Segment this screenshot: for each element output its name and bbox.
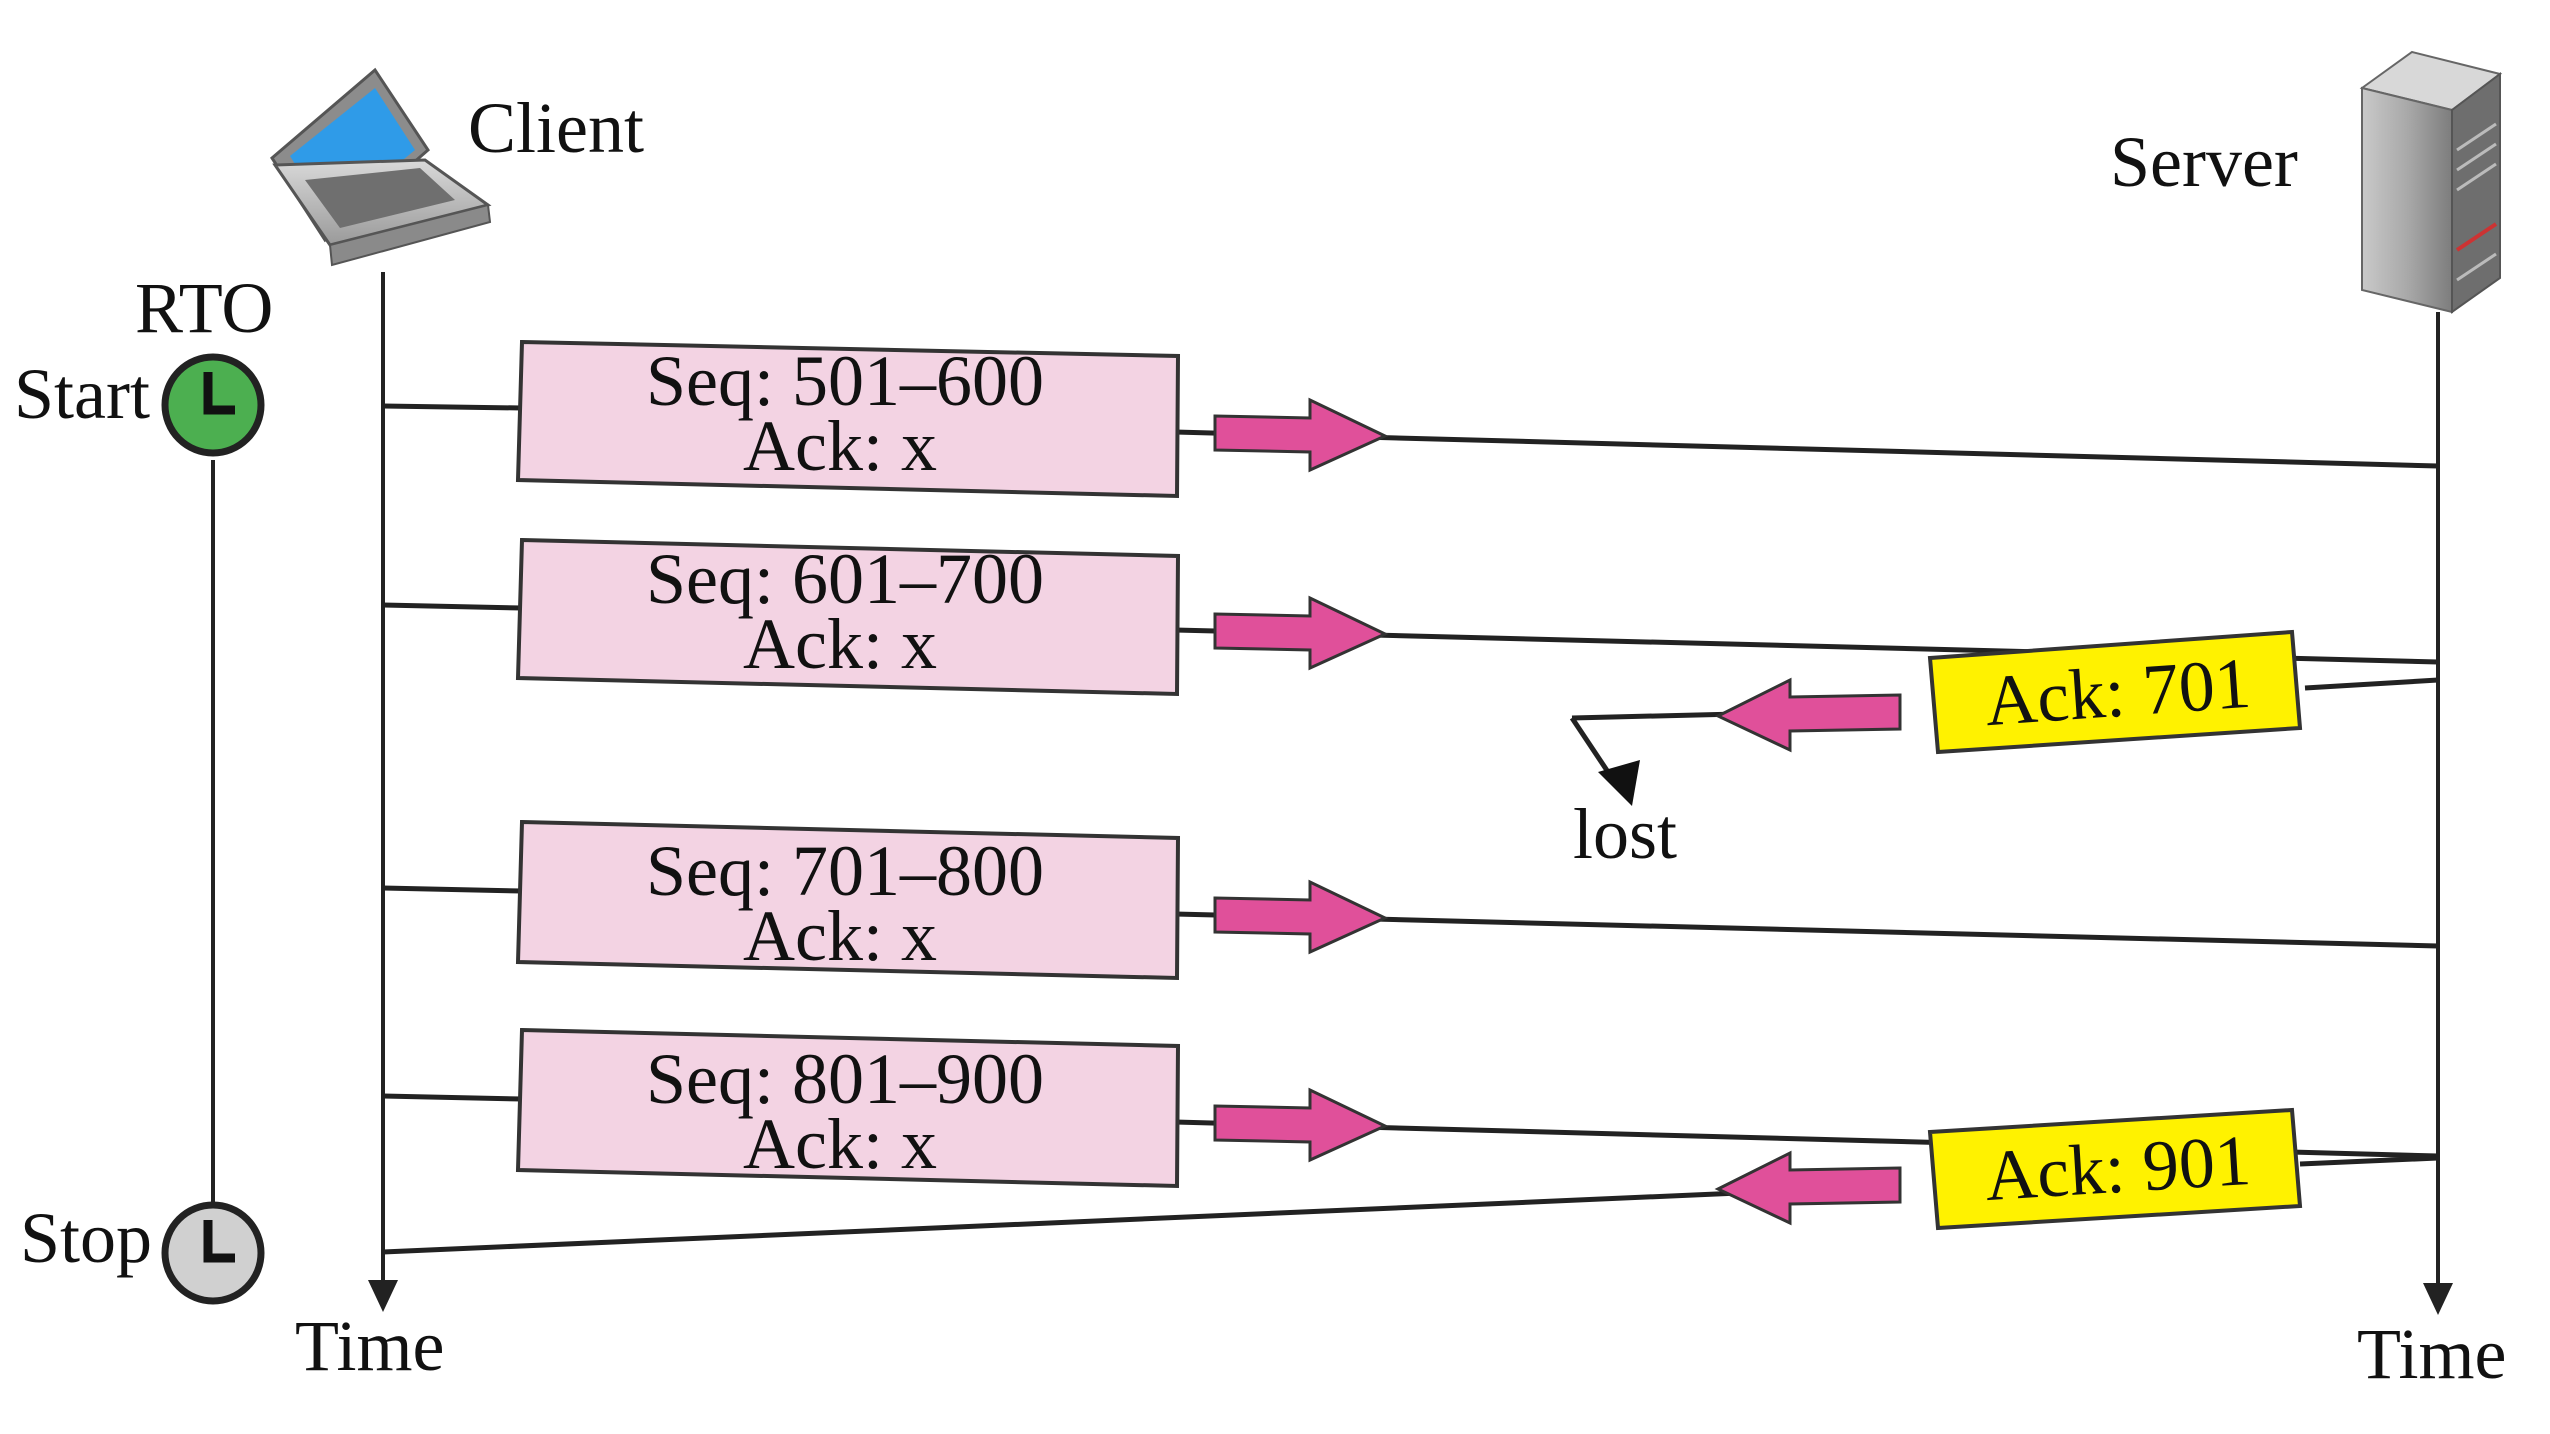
- lost-label: lost: [1573, 794, 1677, 874]
- client-time-arrowhead: [368, 1280, 398, 1312]
- left-arrow-icon: [1714, 1150, 1902, 1226]
- segment-box: [515, 537, 1181, 697]
- segment-seq: Seq: 701–800: [646, 831, 1044, 911]
- segment-3: Seq: 701–800 Ack: x: [382, 819, 2439, 981]
- ack-label: Ack: 701: [1982, 643, 2253, 741]
- server-time-label: Time: [2357, 1314, 2506, 1394]
- ack-box: [1927, 629, 2303, 755]
- segment-seq: Seq: 501–600: [646, 341, 1044, 421]
- segment-1: Seq: 501–600 Ack: x: [382, 339, 2439, 499]
- segment-ack: Ack: x: [743, 406, 937, 486]
- segment-seq: Seq: 601–700: [646, 539, 1044, 619]
- timer-start-label: Start: [14, 354, 150, 434]
- lost-arrowhead: [1598, 760, 1640, 806]
- right-arrow-icon: [1213, 1087, 1389, 1163]
- segment-ack: Ack: x: [743, 1104, 937, 1184]
- right-arrow-icon: [1213, 397, 1389, 473]
- right-arrow-icon: [1213, 595, 1389, 671]
- right-arrow-icon: [1213, 879, 1389, 955]
- segment-box: [515, 819, 1181, 981]
- ack-901-delivered: Ack: 901: [382, 1107, 2439, 1255]
- server-tower-icon: [2359, 50, 2503, 314]
- segment-4: Seq: 801–900 Ack: x: [382, 1027, 2439, 1189]
- segment-box: [515, 1027, 1181, 1189]
- segment-box: [515, 339, 1181, 499]
- ack-label: Ack: 901: [1983, 1120, 2253, 1216]
- server-label: Server: [2110, 122, 2298, 202]
- timer-start-clock-icon: [161, 353, 265, 457]
- laptop-icon: [270, 67, 492, 267]
- timer-stop-clock-icon: [161, 1201, 265, 1305]
- client-label: Client: [468, 88, 644, 168]
- timer-stop-label: Stop: [20, 1198, 152, 1278]
- segment-seq: Seq: 801–900: [646, 1039, 1044, 1119]
- client-time-label: Time: [295, 1306, 444, 1386]
- rto-label: RTO: [135, 268, 273, 348]
- ack-701-lost: Ack: 701 lost: [1569, 629, 2439, 874]
- segment-ack: Ack: x: [743, 604, 937, 684]
- left-arrow-icon: [1714, 677, 1902, 753]
- segment-ack: Ack: x: [743, 896, 937, 976]
- server-time-arrowhead: [2423, 1283, 2453, 1315]
- ack-box: [1927, 1107, 2303, 1231]
